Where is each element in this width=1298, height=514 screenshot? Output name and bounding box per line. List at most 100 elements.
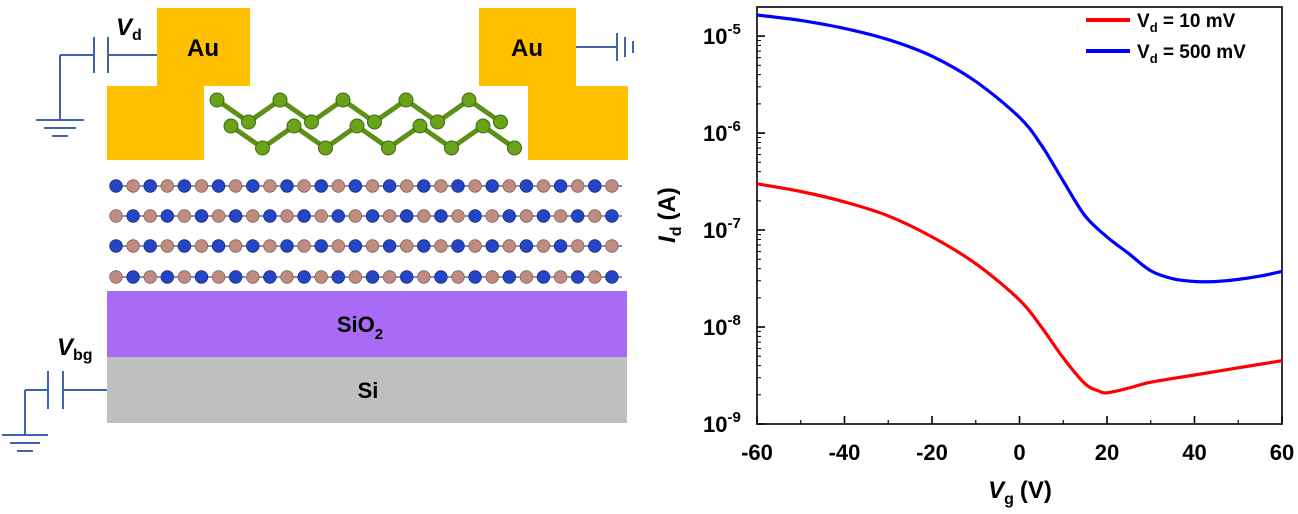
pink-atom — [228, 239, 243, 253]
blue-atom — [417, 179, 431, 193]
blue-atom — [485, 179, 499, 193]
blue-atom — [553, 239, 568, 253]
blue-atom — [588, 179, 602, 193]
pink-atom — [553, 270, 568, 284]
blue-atom — [536, 270, 551, 284]
series-line-vd-500mv — [756, 13, 1283, 284]
blue-atom — [160, 209, 175, 223]
plot-frame — [756, 6, 1283, 425]
blue-atom — [297, 209, 311, 223]
pink-atom — [605, 179, 619, 193]
pink-atom — [109, 209, 123, 223]
pink-atom — [263, 239, 277, 253]
blue-atom — [314, 239, 328, 253]
blue-atom — [519, 179, 534, 193]
blue-atom — [502, 270, 517, 284]
pink-atom — [160, 179, 175, 193]
blue-atom — [348, 179, 363, 193]
pink-atom — [348, 209, 363, 223]
pink-atom — [194, 239, 209, 253]
blue-atom — [468, 209, 482, 223]
pink-atom — [400, 179, 414, 193]
pink-atom — [297, 179, 311, 193]
pink-atom — [211, 270, 226, 284]
x-tick-label: 0 — [1013, 440, 1025, 465]
pink-atom — [126, 179, 140, 193]
pink-atom — [502, 179, 517, 193]
pink-atom — [434, 239, 448, 253]
blue-atom — [331, 270, 346, 284]
chain-atom — [367, 114, 382, 130]
pink-atom — [246, 209, 260, 223]
pink-atom — [451, 209, 465, 223]
pink-atom — [519, 270, 534, 284]
backgate-voltage-label: Vbg — [57, 334, 93, 364]
blue-atom — [400, 209, 414, 223]
pink-atom — [297, 239, 311, 253]
chain-atom — [475, 118, 491, 134]
au-electrode-right — [479, 8, 628, 160]
chain-atom — [381, 140, 396, 156]
y-tick-label: 10-6 — [703, 118, 741, 146]
blue-atom — [126, 270, 140, 284]
pink-atom — [211, 209, 226, 223]
green-atom-chains — [209, 92, 522, 156]
blue-atom — [519, 239, 534, 253]
pink-atom — [246, 270, 260, 284]
blue-atom — [228, 270, 243, 284]
blue-atom — [211, 179, 226, 193]
layered-crystal-atoms — [109, 179, 622, 284]
y-axis: 10-910-810-710-610-5 — [703, 21, 765, 437]
blue-atom — [246, 179, 260, 193]
pink-atom — [588, 209, 602, 223]
si-label: Si — [358, 378, 379, 403]
blue-atom — [109, 239, 123, 253]
pink-atom — [451, 270, 465, 284]
pink-atom — [536, 179, 551, 193]
chain-atom — [241, 114, 256, 130]
sio2-layer — [107, 291, 627, 357]
blue-atom — [400, 270, 414, 284]
blue-atom — [194, 270, 209, 284]
blue-atom — [263, 209, 277, 223]
blue-atom — [297, 270, 311, 284]
pink-atom — [314, 270, 328, 284]
backgate-circuit — [2, 371, 107, 452]
blue-atom — [382, 239, 397, 253]
blue-atom — [485, 239, 499, 253]
pink-atom — [348, 270, 363, 284]
chain-atom — [223, 118, 239, 134]
chain-atom — [255, 140, 270, 156]
pink-atom — [263, 179, 277, 193]
chain-atom — [335, 92, 351, 108]
pink-atom — [536, 239, 551, 253]
chain-atom — [430, 114, 445, 130]
pink-atom — [382, 209, 397, 223]
pink-atom — [177, 270, 192, 284]
series-line-vd-10mv — [756, 182, 1283, 395]
pink-atom — [365, 179, 380, 193]
pink-atom — [571, 179, 585, 193]
blue-atom — [331, 209, 346, 223]
sio2-label: SiO2 — [337, 312, 383, 343]
blue-atom — [417, 239, 431, 253]
blue-atom — [263, 270, 277, 284]
blue-atom — [434, 209, 448, 223]
pink-atom — [194, 179, 209, 193]
blue-atom — [468, 270, 482, 284]
blue-atom — [365, 270, 380, 284]
source-ground — [576, 33, 634, 61]
blue-atom — [314, 179, 328, 193]
series-lines — [756, 13, 1283, 395]
blue-atom — [194, 209, 209, 223]
blue-atom — [451, 239, 465, 253]
device-schematic: Au Au SiO2 Si Vd — [2, 8, 634, 452]
pink-atom — [126, 239, 140, 253]
chain-atom — [461, 92, 477, 108]
blue-atom — [211, 239, 226, 253]
x-axis-label: Vg(V) — [988, 477, 1052, 508]
pink-atom — [109, 270, 123, 284]
chain-atom — [349, 118, 365, 134]
